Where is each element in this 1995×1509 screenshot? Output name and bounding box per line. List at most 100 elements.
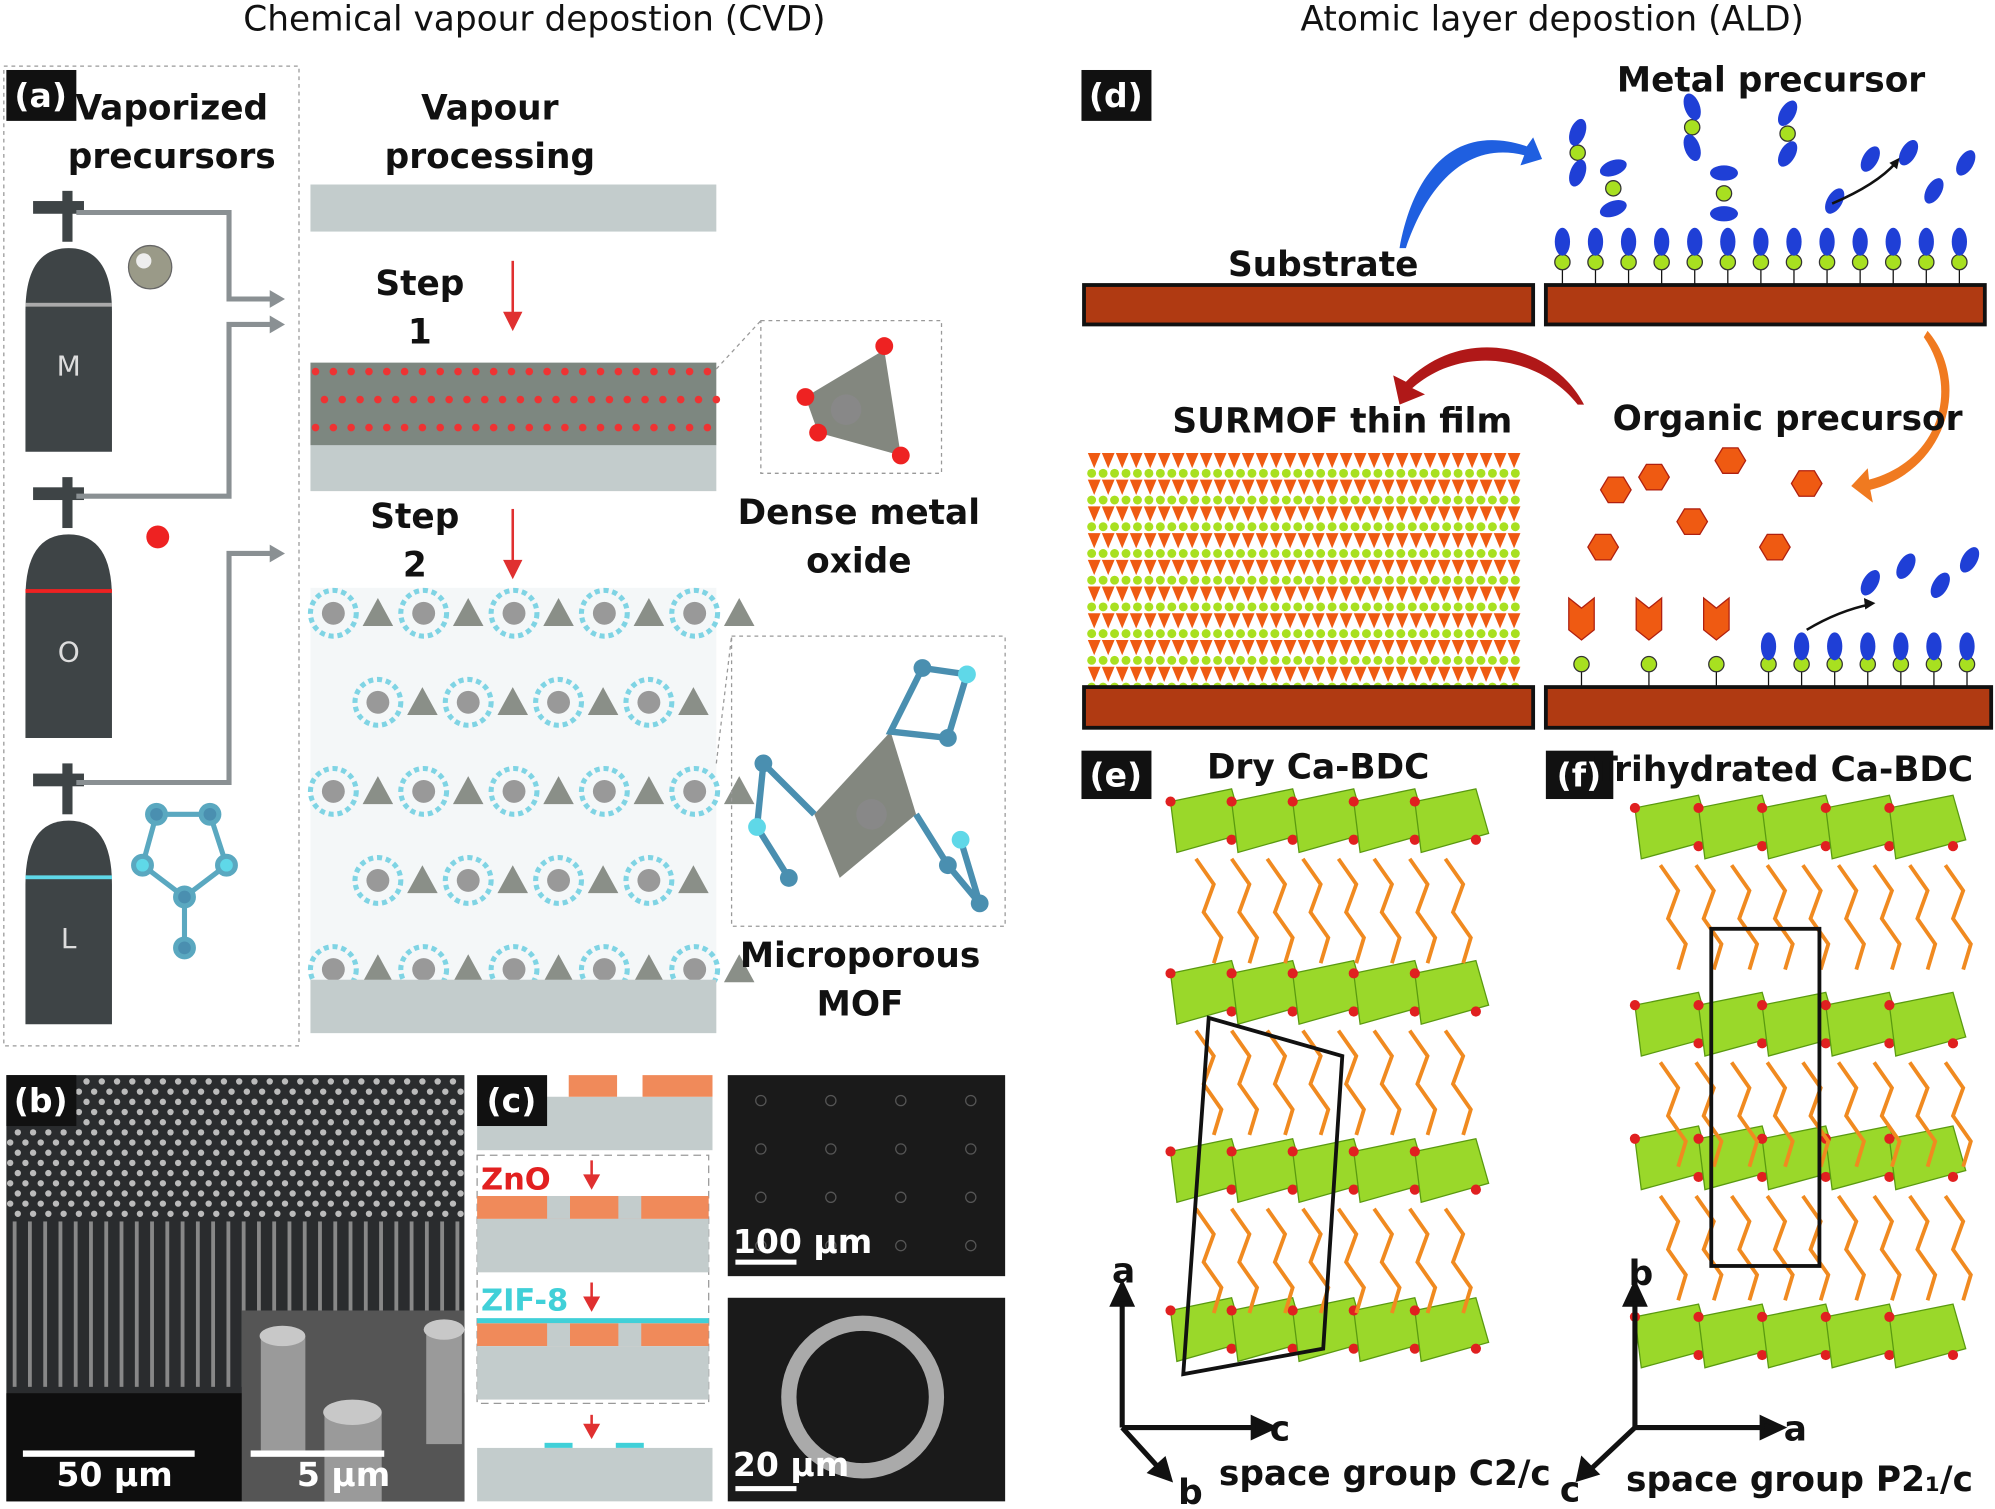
film-linker — [1325, 666, 1339, 682]
film-linker — [1353, 479, 1367, 495]
pillar-top — [228, 1210, 235, 1217]
film-linker — [1493, 479, 1507, 495]
film-node — [1350, 575, 1360, 585]
film-node — [1087, 549, 1097, 558]
pillar-top — [136, 1088, 144, 1095]
organic-linker — [1730, 1194, 1760, 1301]
pillar-top — [228, 1108, 235, 1116]
film-linker — [1143, 639, 1157, 656]
linker-atom — [1715, 185, 1733, 202]
film-node — [1258, 549, 1268, 558]
linker-atom — [1752, 253, 1770, 271]
oxygen-atom — [1470, 1184, 1481, 1195]
pillar-top — [60, 1169, 67, 1177]
pillar-top — [419, 1139, 426, 1146]
pillar-top — [29, 1210, 37, 1217]
pillar-top — [304, 1129, 312, 1136]
film-linker — [1493, 586, 1507, 602]
film-node — [1155, 468, 1165, 478]
metal-ligand — [1926, 632, 1942, 661]
film-node — [1384, 495, 1394, 505]
oxygen-atom — [1884, 1311, 1895, 1322]
mof-ring — [307, 765, 359, 817]
film-linker — [1171, 639, 1185, 656]
pillar-top — [297, 1139, 304, 1146]
pillar-top — [419, 1159, 426, 1167]
film-linker — [1241, 479, 1255, 495]
film-linker — [1493, 666, 1507, 682]
pillar-top — [159, 1200, 167, 1207]
pillar-top — [75, 1190, 83, 1197]
film-node — [1442, 655, 1452, 665]
pillar-top — [136, 1108, 144, 1116]
pillar-top — [434, 1119, 441, 1126]
panel-e-label: (e) — [1089, 755, 1142, 794]
film-linker — [1269, 586, 1283, 602]
oxygen-atom — [1287, 1146, 1298, 1157]
panel-e-title: Dry Ca-BDC — [1207, 748, 1429, 788]
film-linker — [1269, 479, 1283, 495]
pillar-top — [258, 1108, 266, 1116]
film-node — [1224, 575, 1234, 585]
film-linker — [1409, 639, 1423, 656]
oxygen-atom — [1820, 1038, 1831, 1049]
film-node — [1384, 629, 1394, 639]
oxygen-atom — [1226, 1343, 1237, 1354]
film-linker — [1269, 559, 1283, 576]
film-linker — [1227, 639, 1241, 656]
film-linker — [1311, 479, 1325, 495]
film-linker — [1507, 506, 1521, 522]
film-linker — [1087, 639, 1101, 656]
pillar-top — [205, 1078, 212, 1085]
organic-linker — [1801, 1061, 1831, 1168]
pillar-top — [304, 1088, 312, 1095]
pillar-top — [342, 1098, 350, 1106]
mof-node — [412, 601, 436, 625]
film-node — [1373, 522, 1383, 532]
film-linker — [1297, 533, 1311, 549]
film-linker — [1297, 666, 1311, 682]
film-linker — [1115, 559, 1129, 576]
film-linker — [1115, 452, 1129, 469]
film-node — [1133, 522, 1142, 532]
organic-linker — [1908, 864, 1938, 971]
film-node — [1453, 468, 1463, 478]
pillar-top — [83, 1180, 90, 1187]
unit-cell — [1709, 926, 1822, 1268]
organic-linker — [1836, 1194, 1867, 1301]
oxygen-atom — [570, 395, 578, 404]
pillar-top — [129, 1139, 136, 1146]
film-node — [1407, 549, 1417, 558]
organic-linker — [1443, 1207, 1473, 1314]
film-node — [1098, 575, 1108, 585]
pillar — [379, 1221, 383, 1387]
panel-b-label: (b) — [14, 1081, 68, 1120]
oxygen-atom — [1693, 802, 1704, 814]
pillar-top — [350, 1149, 357, 1156]
pillar-top — [98, 1139, 105, 1146]
film-linker — [1157, 506, 1171, 522]
film-linker — [1311, 666, 1325, 682]
film-linker — [1087, 506, 1101, 522]
film-node — [1499, 522, 1509, 532]
film-node — [1304, 495, 1314, 505]
polyhedron — [1888, 794, 1967, 860]
pillar-top — [98, 1078, 105, 1085]
film-linker — [1437, 506, 1451, 522]
pillar-top — [37, 1200, 44, 1207]
pillar-top — [274, 1149, 281, 1156]
pillar-top — [304, 1108, 312, 1116]
organic-linker — [1801, 864, 1831, 971]
oxygen-atom — [498, 395, 507, 404]
oxygen-atom — [1165, 796, 1176, 807]
oxygen-atom — [507, 423, 516, 432]
film-linker — [1115, 613, 1129, 629]
film-linker — [1227, 559, 1241, 576]
film-linker — [1395, 586, 1409, 602]
pillar — [27, 1221, 32, 1387]
film-linker — [1367, 533, 1381, 549]
film-node — [1247, 629, 1257, 639]
film-node — [1144, 495, 1154, 505]
film-linker — [1451, 479, 1465, 495]
pillar — [333, 1221, 338, 1387]
